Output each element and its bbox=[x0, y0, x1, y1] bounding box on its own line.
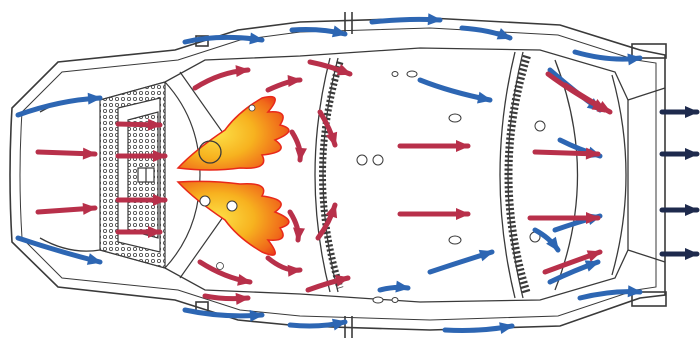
combustion-air-arrow-7 bbox=[195, 65, 250, 88]
cooling-air-arrow-11 bbox=[430, 250, 494, 272]
exhaust-arrows bbox=[662, 106, 699, 260]
cooling-ring-2 bbox=[509, 56, 528, 294]
combustion-air-arrow-19 bbox=[400, 208, 470, 220]
cooling-air-arrow-6 bbox=[462, 28, 512, 39]
cooling-air-arrow-4 bbox=[292, 25, 347, 37]
swirler-snout bbox=[100, 72, 235, 278]
combustion-air-arrow-9 bbox=[205, 293, 250, 305]
cooling-air-arrow-7 bbox=[185, 310, 264, 322]
cooling-air-arrow-12 bbox=[380, 281, 410, 293]
combustion-air-arrow-18 bbox=[400, 140, 470, 152]
flame bbox=[178, 97, 289, 270]
combustion-air-arrow-14 bbox=[292, 132, 307, 162]
combustion-air-arrow-11 bbox=[268, 258, 302, 277]
exhaust-arrow-2 bbox=[662, 148, 699, 160]
cooling-air-arrow-8 bbox=[290, 319, 347, 331]
combustion-air-arrow-24 bbox=[565, 85, 612, 113]
combustion-air-arrow-2 bbox=[38, 203, 97, 215]
combustion-air-arrow-16 bbox=[320, 112, 337, 147]
combustion-air-arrow-15 bbox=[290, 212, 305, 242]
combustion-air-arrow-10 bbox=[268, 75, 302, 90]
cooling-air-arrow-5 bbox=[372, 13, 442, 25]
cooling-ring-1 bbox=[323, 62, 341, 288]
combustion-air-arrow-22 bbox=[530, 212, 600, 224]
exhaust-arrow-4 bbox=[662, 248, 699, 260]
cooling-air-arrow-10 bbox=[420, 80, 492, 103]
exhaust-arrow-3 bbox=[662, 204, 699, 216]
combustion-air-arrow-12 bbox=[310, 62, 352, 75]
exhaust-arrow-1 bbox=[662, 106, 699, 118]
combustion-air-arrow-8 bbox=[200, 262, 252, 286]
combustion-air-arrow-1 bbox=[38, 148, 97, 160]
cooling-air-arrow-9 bbox=[445, 322, 514, 334]
